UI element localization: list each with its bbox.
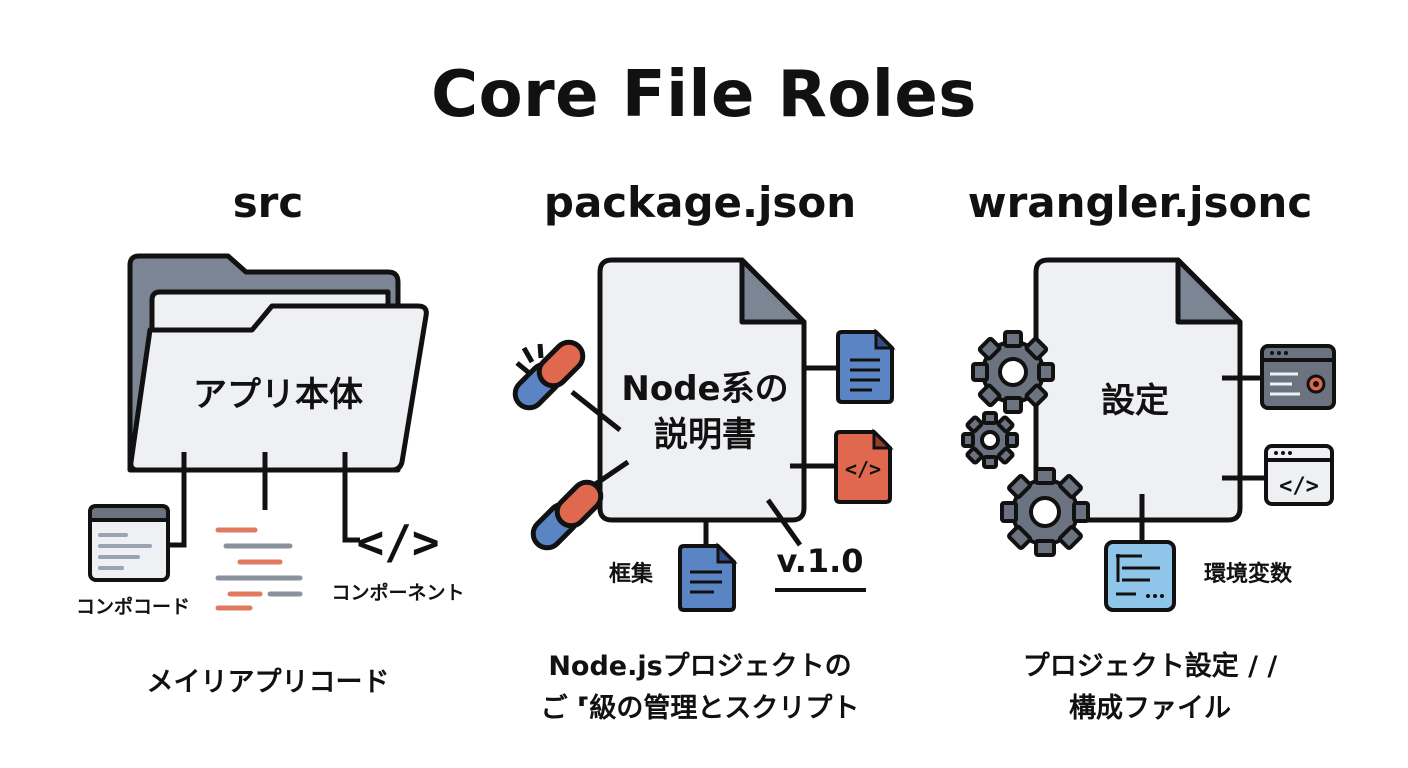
src-center-label: アプリ本体 — [193, 375, 363, 415]
page-title: Core File Roles — [431, 58, 977, 132]
heading-src: src — [232, 178, 304, 227]
heading-package-json: package.json — [543, 178, 857, 227]
wrangler-sublabel-env: 環境変数 — [1203, 562, 1292, 587]
wrangler-caption: プロジェクト設定 / / 構成ファイル — [1022, 651, 1278, 724]
heading-wrangler-jsonc: wrangler.jsonc — [967, 178, 1313, 227]
gear-icon — [971, 330, 1055, 414]
code-file-icon — [834, 428, 894, 504]
package-sublabel: 框集 — [608, 562, 653, 587]
blue-doc-icon — [678, 542, 738, 612]
code-file-glyph: </> — [845, 457, 881, 481]
package-caption: Node.jsプロジェクトの ご ⸢級の管理とスクリプト — [540, 651, 860, 724]
env-file-icon — [1104, 540, 1176, 612]
settings-window-icon — [1260, 344, 1336, 410]
version-label: v.1.0 — [776, 542, 864, 580]
gear-icon — [1000, 467, 1090, 557]
terminal-icon — [88, 504, 170, 582]
gear-icon — [961, 411, 1019, 469]
link-icon — [530, 479, 604, 551]
document-icon — [597, 257, 807, 523]
terminal-icon — [1264, 444, 1334, 506]
package-center-label: Node系の 説明書 — [621, 369, 789, 455]
blue-doc-icon — [836, 328, 896, 404]
code-window-glyph: </> — [1279, 474, 1319, 499]
wrangler-center-label: 設定 — [1101, 381, 1169, 421]
src-caption: メイリアプリコード — [146, 667, 390, 698]
src-sublabel-compo-code: コンポコード — [75, 596, 190, 618]
link-icon — [512, 339, 586, 411]
code-lines — [215, 527, 303, 611]
folder-icon — [127, 253, 429, 473]
code-icon: </> — [356, 515, 439, 569]
src-sublabel-component: コンポーネント — [331, 582, 465, 604]
document-icon — [1033, 257, 1243, 523]
